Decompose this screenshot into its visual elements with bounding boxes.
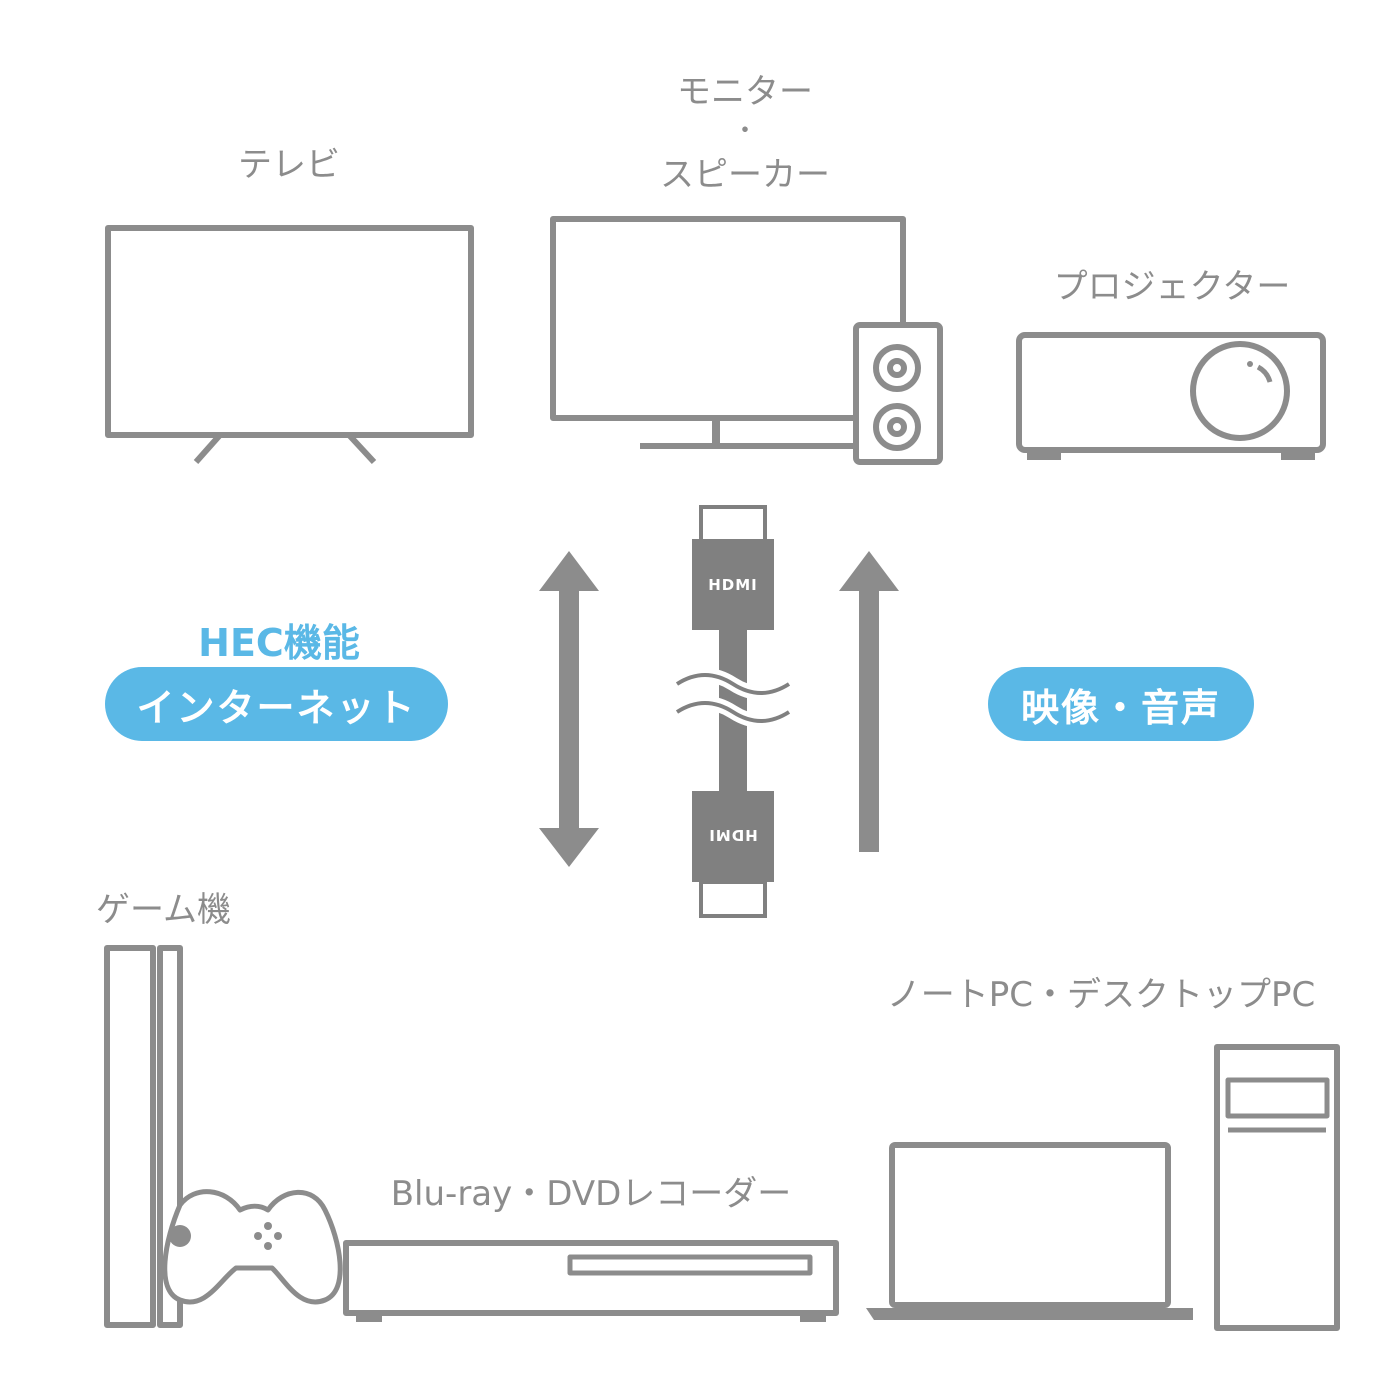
av-pill: 映像・音声 [988,667,1254,741]
game-console-icon [104,945,183,1328]
bidirectional-arrow-icon [539,551,599,867]
monitor-separator: ・ [731,116,759,146]
laptop-icon [866,1142,1193,1320]
desktop-tower-icon [1214,1044,1340,1331]
hdmi-top-logo: HDMI [708,576,758,594]
up-arrow-icon [839,551,899,852]
speaker-icon [853,322,943,465]
hdmi-cable-icon: HDMI HDMI [673,505,793,918]
speaker-label: スピーカー [660,155,830,195]
recorder-icon [343,1240,839,1322]
internet-pill: インターネット [105,667,448,741]
game-console-label: ゲーム機 [96,890,231,930]
monitor-label: モニター [677,72,813,112]
projector-icon [1016,332,1326,460]
gamepad-icon [162,1189,343,1305]
tv-icon [105,225,474,465]
pc-label: ノートPC・デスクトップPC [886,975,1316,1015]
monitor-icon [550,216,906,449]
hdmi-bottom-logo: HDMI [708,826,758,844]
projector-label: プロジェクター [1053,267,1291,307]
recorder-label: Blu-ray・DVDレコーダー [390,1174,792,1214]
tv-label: テレビ [238,145,340,185]
hec-title: HEC機能 [198,621,360,665]
